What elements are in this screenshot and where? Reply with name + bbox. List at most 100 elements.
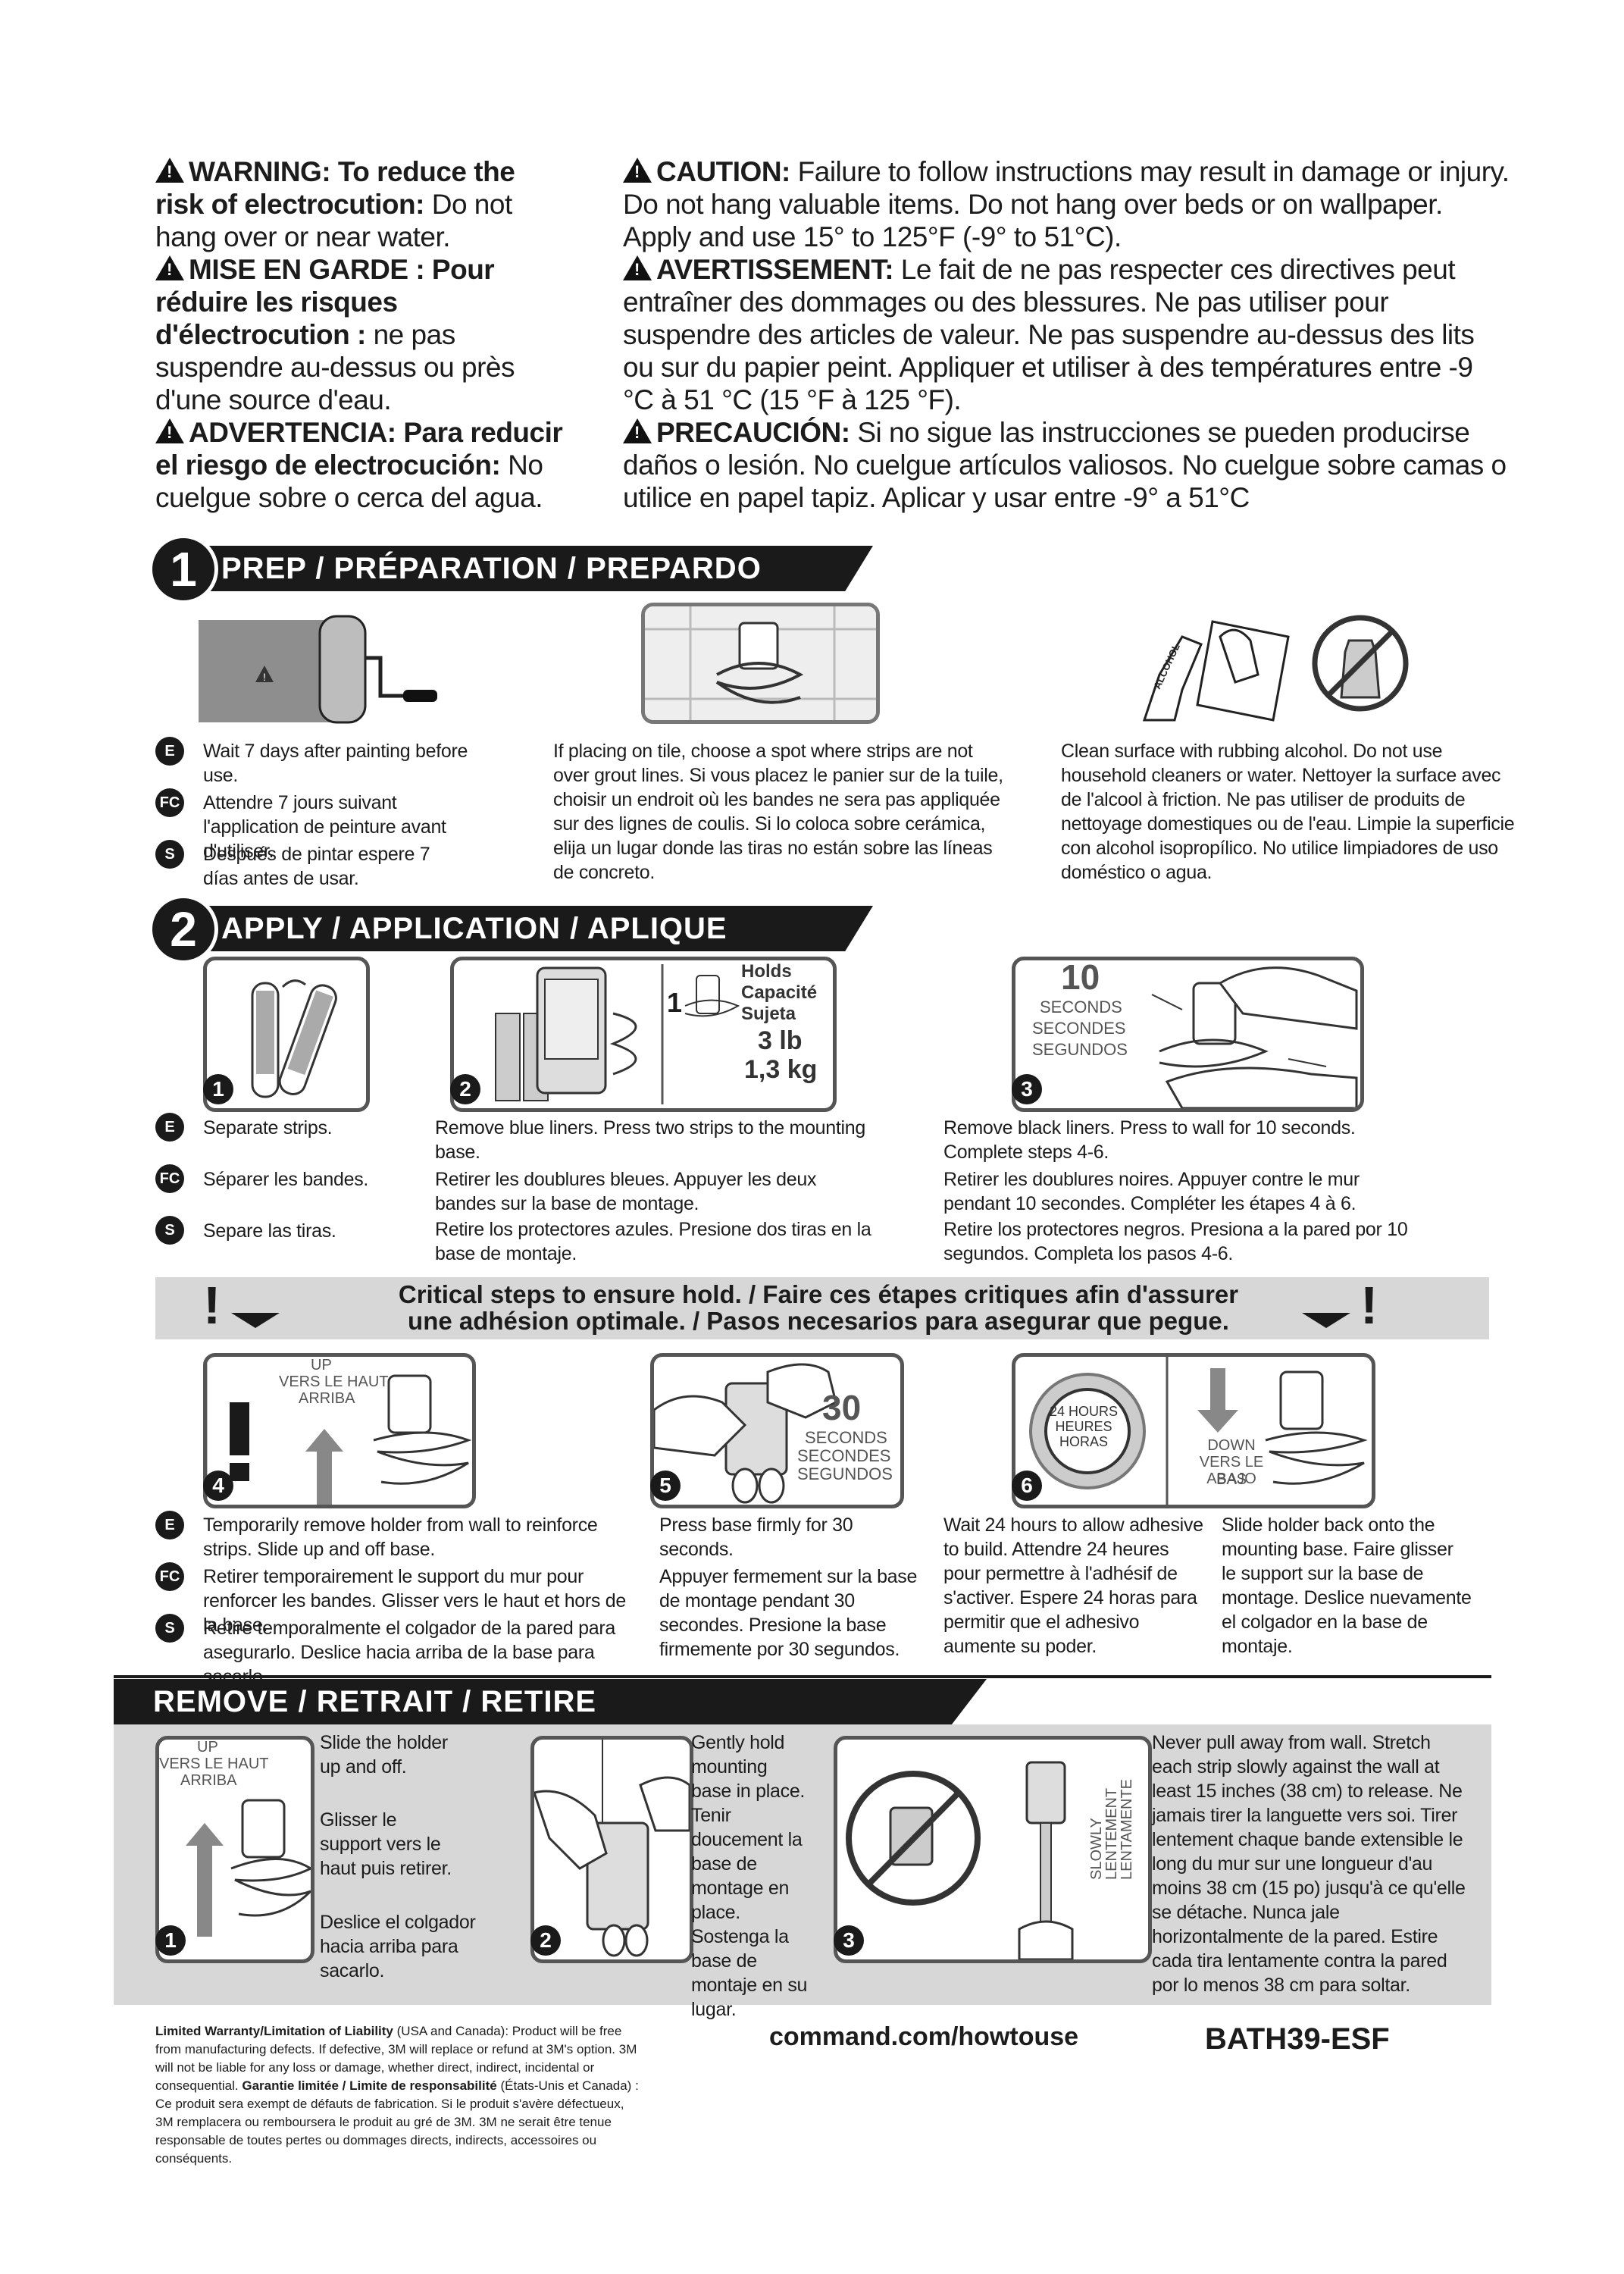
caution-icon — [623, 418, 652, 443]
avert-text: Le fait de ne pas respecter ces directiv… — [623, 254, 1475, 415]
apply-title: APPLY / APPLICATION / APLIQUE — [221, 912, 728, 945]
warning-block: WARNING: To reduce the risk of electrocu… — [155, 155, 565, 514]
thirty-number: 30 — [822, 1388, 862, 1427]
down-label: DOWN — [1207, 1437, 1256, 1454]
apply-banner: APPLY / APPLICATION / APLIQUE — [176, 906, 873, 951]
remove-title: REMOVE / RETRAIT / RETIRE — [153, 1685, 597, 1718]
critical-col4: Slide holder back onto the mounting base… — [1222, 1514, 1472, 1657]
critical-bar — [155, 1277, 1489, 1339]
apply-col2-s: Retire los protectores azules. Presione … — [435, 1219, 871, 1264]
hours24-label: 24 HOURS — [1049, 1404, 1119, 1419]
arriba-label: ARRIBA — [299, 1390, 355, 1407]
caution-text: Failure to follow instructions may resul… — [623, 156, 1510, 252]
slowly-text: SLOWLY — [1088, 1818, 1105, 1880]
garantie-title: Garantie limitée / Limite de responsabil… — [242, 2078, 497, 2093]
remove-col1-s: Deslice el colgador hacia arriba para sa… — [320, 1912, 476, 1981]
critical-step4-number: 4 — [203, 1471, 233, 1501]
critical-col2: Press base firmly for 30 seconds. — [659, 1514, 853, 1560]
critical-right-icon: ! — [1360, 1276, 1378, 1335]
horas-label: HORAS — [1059, 1434, 1108, 1449]
svg-text:!: ! — [263, 671, 266, 683]
holds-count: 1 — [667, 987, 683, 1018]
warranty-text-block: Limited Warranty/Limitation of Liability… — [155, 2022, 640, 2168]
avert-title: AVERTISSEMENT: — [656, 254, 894, 285]
lang-badge-e: E — [155, 737, 184, 766]
warning-icon — [155, 255, 184, 280]
capacite-label: Capacité — [741, 982, 818, 1003]
lang-badge-e: E — [155, 1113, 184, 1142]
critical-col1-fc: Retirer temporairement le support du mur… — [203, 1566, 626, 1636]
prep-title: PREP / PRÉPARATION / PREPARDO — [221, 552, 762, 585]
apply-number: 2 — [149, 894, 218, 964]
product-code: BATH39-ESF — [1205, 2022, 1390, 2056]
slowly-label: SLOWLY LENTEMENT LENTAMENTE — [1088, 1779, 1135, 1895]
ten-seconds-number: 10 — [1061, 957, 1100, 997]
weight-kg: 1,3 kg — [744, 1055, 818, 1084]
arriba-label: ARRIBA — [180, 1772, 237, 1789]
sujeta-label: Sujeta — [741, 1004, 796, 1024]
prep-col3: Clean surface with rubbing alcohol. Do n… — [1061, 741, 1515, 883]
remove-step2-frame — [530, 1736, 693, 1963]
apply-step2-number: 2 — [450, 1074, 480, 1104]
paint-roller-illustration: ! — [199, 612, 441, 726]
secondes-label: SECONDES — [797, 1446, 891, 1465]
apply-col2-e: Remove blue liners. Press two strips to … — [435, 1117, 865, 1163]
apply-col2-fc: Retirer les doublures bleues. Appuyer le… — [435, 1169, 817, 1214]
warning-text: Do not hang over or near water. — [155, 189, 512, 252]
remove-col1-fc: Glisser le support vers le haut puis ret… — [320, 1809, 452, 1879]
vers-le-bas-label: VERS LE BAS — [1199, 1454, 1264, 1488]
apply-col1-e: Separate strips. — [203, 1117, 333, 1139]
advert-title: ADVERTENCIA: Para reducir el riesgo de e… — [155, 417, 563, 481]
critical-line2: une adhésion optimale. / Pasos necesario… — [408, 1307, 1229, 1335]
critical-step5-number: 5 — [650, 1471, 681, 1501]
warning-icon — [155, 418, 184, 443]
apply-step2-frame — [450, 957, 837, 1112]
segundos-label: SEGUNDOS — [797, 1464, 893, 1483]
up-label: UP — [311, 1357, 332, 1373]
remove-divider — [114, 1675, 1491, 1678]
abajo-label: ABAJO — [1206, 1471, 1256, 1487]
lentamente-text: LENTAMENTE — [1119, 1779, 1135, 1880]
remove-step3-number: 3 — [834, 1925, 864, 1956]
critical-right-arrow — [1302, 1313, 1350, 1328]
apply-col1-fc: Séparer les bandes. — [203, 1169, 369, 1190]
seconds-label: SECONDS — [805, 1428, 887, 1447]
lang-badge-fc: FC — [155, 1562, 184, 1591]
lang-badge-s: S — [155, 1614, 184, 1643]
critical-left-icon: ! — [203, 1276, 221, 1335]
warning-title: WARNING: To reduce the risk of electrocu… — [155, 156, 515, 220]
website-link[interactable]: command.com/howtouse — [769, 2022, 1079, 2051]
remove-col1-e: Slide the holder up and off. — [320, 1732, 448, 1778]
caution-block: CAUTION: Failure to follow instructions … — [623, 155, 1510, 514]
heures-label: HEURES — [1055, 1419, 1112, 1434]
up-label: UP — [197, 1739, 218, 1756]
vers-le-haut-label: VERS LE HAUT — [279, 1373, 389, 1390]
critical-step6-frame — [1012, 1353, 1375, 1508]
prep-col1-fc: Attendre 7 jours suivant l'application d… — [203, 792, 446, 862]
apply-step3-number: 3 — [1012, 1074, 1042, 1104]
caution-icon — [623, 255, 652, 280]
critical-step5-frame — [650, 1353, 904, 1508]
apply-step3-frame — [1012, 957, 1364, 1112]
remove-step3-frame — [834, 1736, 1152, 1963]
alcohol-cleaning-illustration: ALCOHOL — [1129, 606, 1410, 728]
warning-icon — [155, 158, 184, 183]
apply-col3-s: Retire los protectores negros. Presiona … — [943, 1219, 1408, 1264]
precaucion-text: Si no sigue las instrucciones se pueden … — [623, 417, 1507, 513]
critical-step6-number: 6 — [1012, 1471, 1042, 1501]
lang-badge-fc: FC — [155, 1164, 184, 1193]
remove-col2: Gently hold mounting base in place. Teni… — [691, 1732, 808, 2020]
remove-panel — [114, 1724, 1491, 2005]
holds-label: Holds — [741, 961, 792, 982]
prep-banner: PREP / PRÉPARATION / PREPARDO — [176, 546, 873, 591]
critical-col2-fc: Appuyer fermement sur la base de montage… — [659, 1566, 918, 1660]
warranty-title: Limited Warranty/Limitation of Liability — [155, 2024, 393, 2038]
prep-col1-e: Wait 7 days after painting before use. — [203, 741, 468, 786]
garantie-text: (États-Unis et Canada) : Ce produit sera… — [155, 2078, 639, 2166]
segundos-label: SEGUNDOS — [1032, 1040, 1128, 1059]
caution-title: CAUTION: — [656, 156, 790, 187]
caution-icon — [623, 158, 652, 183]
mise-text: ne pas suspendre au-dessus ou près d'une… — [155, 319, 515, 415]
prep-col1-s: Después de pintar espere 7 días antes de… — [203, 844, 430, 889]
critical-step4-frame — [203, 1353, 476, 1508]
